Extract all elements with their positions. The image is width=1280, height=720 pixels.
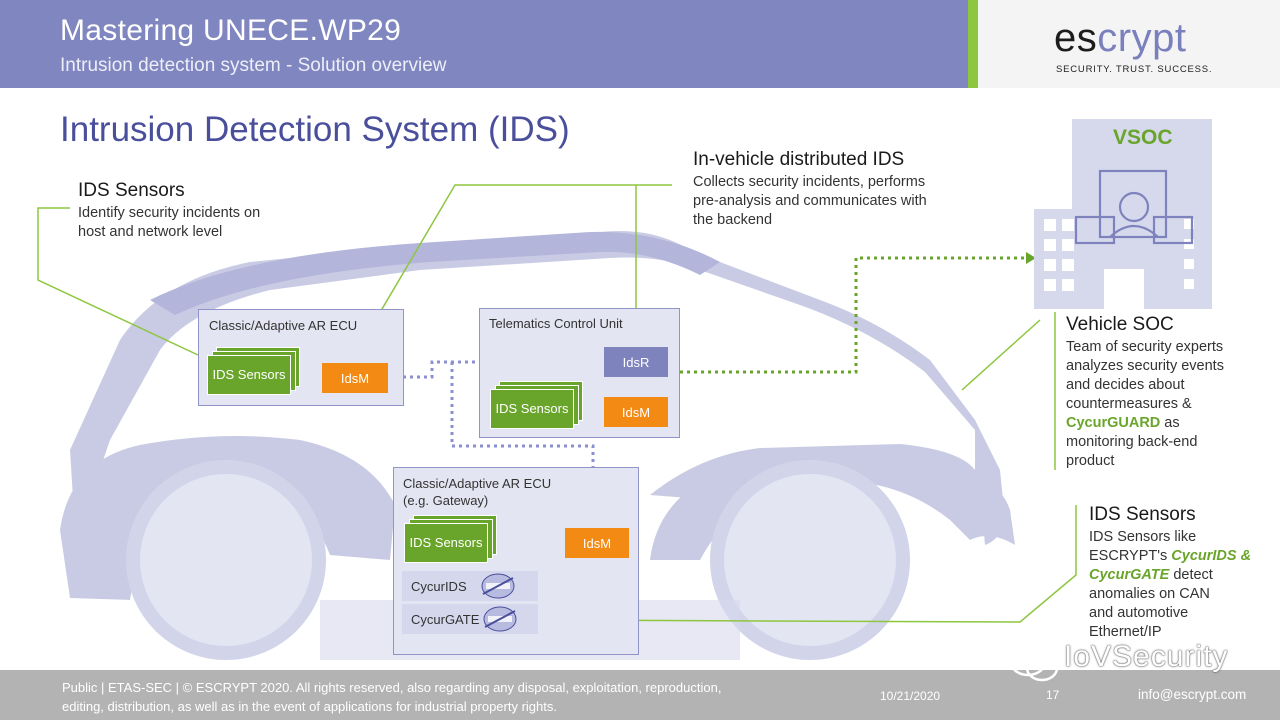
ids-sensors-right-line: Ethernet/IP	[1089, 624, 1162, 640]
ids-sensors-right-heading: IDS Sensors	[1089, 504, 1196, 525]
telematics-idsr: IdsR	[604, 347, 668, 377]
gateway-ids-sensors: IDS Sensors	[404, 523, 488, 563]
cycurgate-highlight: CycurGATE	[1089, 567, 1170, 583]
car-lower-rear	[650, 457, 1015, 560]
in-vehicle-heading: In-vehicle distributed IDS	[693, 149, 905, 170]
wechat-icon	[1008, 643, 1059, 682]
in-vehicle-text: Collects security incidents, performs pr…	[693, 173, 927, 230]
front-wheel-inner	[140, 474, 312, 646]
leader-in-vehicle	[351, 184, 672, 361]
gateway-idsm: IdsM	[565, 528, 629, 558]
header-bar	[0, 0, 972, 88]
in-vehicle-line: the backend	[693, 212, 773, 228]
logo-panel	[978, 0, 1280, 88]
logo-crypt: crypt	[1097, 16, 1187, 60]
gateway-label-1: Classic/Adaptive AR ECU	[403, 476, 552, 491]
vehicle-soc-line: countermeasures &	[1066, 396, 1192, 412]
ids-sensors-right-text: IDS Sensors like ESCRYPT's CycurIDS & Cy…	[1089, 528, 1251, 642]
vehicle-soc-text: Team of security experts analyzes securi…	[1066, 338, 1224, 471]
footer-email: info@escrypt.com	[1138, 687, 1247, 702]
ids-sensors-right-line: and automotive	[1089, 605, 1189, 621]
escrypt-logo: escrypt	[1054, 16, 1186, 61]
logo-es: es	[1054, 16, 1098, 60]
vsoc-label: VSOC	[1113, 126, 1173, 149]
ids-sensors-left-text: Identify security incidents on host and …	[78, 204, 260, 242]
ids-sensors-left-heading: IDS Sensors	[78, 180, 185, 201]
ecu-left-ids-sensors: IDS Sensors	[207, 355, 291, 395]
ecu-left-idsm: IdsM	[322, 363, 388, 393]
ids-sensors-right-line: anomalies on CAN	[1089, 586, 1210, 602]
arrow-to-vsoc	[1026, 252, 1036, 264]
footer-page-number: 17	[1046, 688, 1060, 702]
ecu-left-label: Classic/Adaptive AR ECU	[209, 318, 358, 333]
footer-legal-line: Public | ETAS-SEC | © ESCRYPT 2020. All …	[62, 680, 722, 695]
ids-sensors-left-line: Identify security incidents on	[78, 205, 261, 221]
header-accent-stripe	[968, 0, 978, 88]
header-subtitle: Intrusion detection system - Solution ov…	[60, 55, 447, 76]
watermark-text: IoVSecurity	[1064, 640, 1229, 673]
telematics-label: Telematics Control Unit	[489, 316, 623, 331]
vehicle-soc-line: product	[1066, 453, 1115, 469]
conn-idsr-vsoc	[680, 256, 1030, 374]
vehicle-diagram	[37, 184, 1077, 660]
cycurids-highlight: CycurIDS &	[1171, 548, 1252, 564]
vehicle-soc-line-cycurguard: CycurGUARD as	[1066, 414, 1224, 433]
car-roof	[150, 231, 720, 315]
cycurguard-highlight: CycurGUARD	[1066, 415, 1161, 431]
vehicle-soc-heading: Vehicle SOC	[1066, 314, 1174, 335]
rear-wheel-inner	[724, 474, 896, 646]
escrypt-prefix: ESCRYPT's	[1089, 548, 1172, 564]
footer-bar	[0, 670, 1280, 720]
ids-sensors-right-line: CycurGATE detect	[1089, 566, 1251, 585]
footer-date: 10/21/2020	[880, 689, 941, 703]
ids-sensors-right-line: IDS Sensors like	[1089, 529, 1197, 545]
footer-legal: Public | ETAS-SEC | © ESCRYPT 2020. All …	[62, 678, 721, 716]
vehicle-soc-line: and decides about	[1066, 377, 1185, 393]
car-lower-front	[60, 436, 395, 600]
cycurids-badge-icon	[481, 573, 515, 599]
gateway-label-2: (e.g. Gateway)	[403, 493, 489, 508]
vehicle-soc-line: analyzes security events	[1066, 358, 1224, 374]
vehicle-soc-line: Team of security experts	[1066, 339, 1224, 355]
cycurids-label: CycurIDS	[411, 578, 467, 594]
header-title: Mastering UNECE.WP29	[60, 14, 402, 47]
ids-sensors-right-line: ESCRYPT's CycurIDS &	[1089, 547, 1251, 566]
in-vehicle-line: pre-analysis and communicates with	[693, 193, 927, 209]
in-vehicle-line: Collects security incidents, performs	[693, 174, 926, 190]
footer-legal-line: editing, distribution, as well as in the…	[62, 699, 557, 714]
ids-sensors-left-line: host and network level	[78, 224, 223, 240]
leader-vehicle-soc-diag	[961, 319, 1041, 391]
cycurgate-badge-icon	[483, 606, 517, 632]
telematics-ids-sensors: IDS Sensors	[490, 389, 574, 429]
conn-gateway-loop	[450, 362, 595, 527]
cycurguard-suffix: as	[1160, 415, 1180, 431]
leader-ids-sensors-left	[37, 207, 199, 356]
page-title: Intrusion Detection System (IDS)	[60, 110, 570, 149]
logo-tagline: SECURITY. TRUST. SUCCESS.	[1056, 64, 1213, 75]
leader-ids-sensors-right	[529, 505, 1077, 623]
detect-suffix: detect	[1169, 567, 1213, 583]
vsoc-building-icon	[1034, 119, 1212, 309]
cycurids-box: CycurIDS	[402, 571, 538, 601]
cycurgate-label: CycurGATE	[411, 611, 480, 627]
vehicle-soc-line: monitoring back-end	[1066, 434, 1198, 450]
telematics-idsm: IdsM	[604, 397, 668, 427]
